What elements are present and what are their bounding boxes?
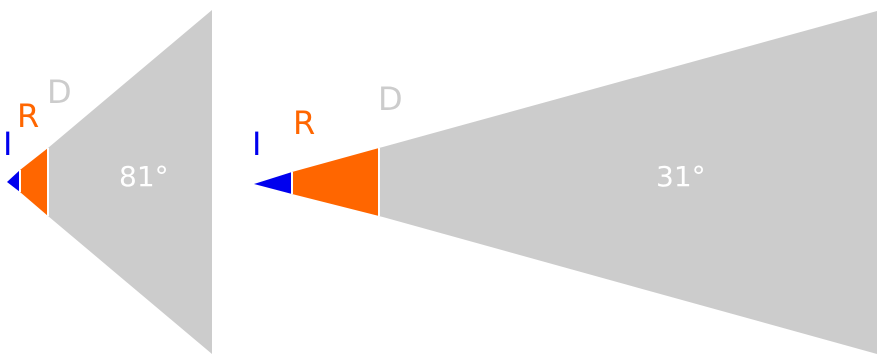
wedge-wide-label-d: D — [47, 73, 72, 111]
wedge-narrow-zone-r — [292, 148, 379, 216]
wedge-wide-angle-label: 81° — [119, 160, 169, 193]
wedge-narrow-label-r: R — [293, 104, 315, 142]
wedge-narrow-label-i: I — [252, 125, 261, 163]
wedge-narrow: I R D 31° — [252, 11, 877, 354]
wedge-wide-zone-r — [20, 148, 48, 216]
wedge-wide: I R D 81° — [3, 10, 212, 354]
wedge-narrow-angle-label: 31° — [656, 160, 706, 193]
wedge-wide-zone-d — [48, 10, 212, 354]
wedge-narrow-zone-d — [379, 11, 877, 354]
wedge-narrow-label-d: D — [378, 80, 403, 118]
wedge-wide-label-i: I — [3, 125, 12, 163]
wedge-wide-zone-i — [7, 170, 20, 192]
wedge-wide-label-r: R — [17, 97, 39, 135]
wedge-narrow-zone-i — [254, 172, 292, 194]
